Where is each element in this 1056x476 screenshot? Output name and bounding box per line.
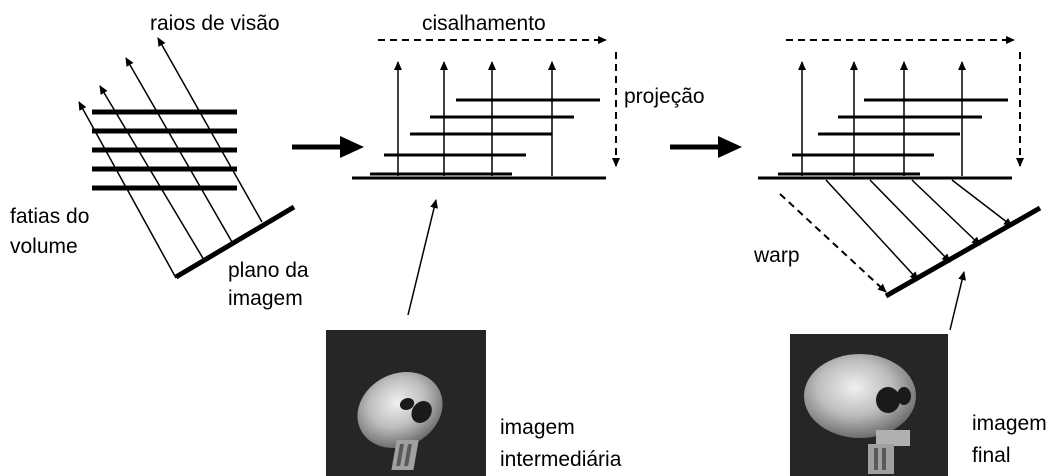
intermediate-label-line1: imagem bbox=[500, 416, 575, 439]
slices-label-line1: fatias do bbox=[10, 205, 89, 228]
transition-arrow-1 bbox=[292, 136, 364, 158]
panel-volume-slices: raios de visão fatias do volume plano da… bbox=[10, 12, 309, 310]
projection-label: projeção bbox=[624, 85, 705, 108]
sheared-slices bbox=[370, 100, 600, 174]
pointer-intermediate bbox=[408, 200, 436, 315]
warp-rays bbox=[826, 180, 1012, 280]
warp-dashed-arrow bbox=[780, 194, 886, 292]
panel-shear: cisalhamento projeção bbox=[352, 12, 705, 315]
shear-dashed-arrow-2 bbox=[786, 40, 1020, 166]
final-label-line2: final bbox=[972, 444, 1011, 467]
intermediate-label-line2: intermediária bbox=[500, 448, 622, 471]
shear-dashed-arrow bbox=[378, 40, 616, 166]
parallel-rays bbox=[398, 62, 552, 176]
warp-label: warp bbox=[753, 244, 800, 267]
final-skull-image bbox=[790, 334, 948, 476]
slices-label-line2: volume bbox=[10, 235, 78, 258]
parallel-rays-2 bbox=[802, 62, 962, 176]
sheared-slices-2 bbox=[778, 100, 1008, 174]
final-image-plane bbox=[886, 208, 1040, 296]
intermediate-skull-image bbox=[326, 330, 486, 476]
shear-label: cisalhamento bbox=[422, 12, 546, 35]
image-plane-label-line2: imagem bbox=[228, 287, 303, 310]
final-label-line1: imagem bbox=[972, 412, 1047, 435]
pointer-final bbox=[950, 272, 964, 330]
transition-arrow-2 bbox=[670, 136, 742, 158]
image-plane-label-line1: plano da bbox=[228, 259, 309, 282]
panel-warp: warp bbox=[753, 40, 1040, 330]
rays-label: raios de visão bbox=[150, 12, 280, 35]
